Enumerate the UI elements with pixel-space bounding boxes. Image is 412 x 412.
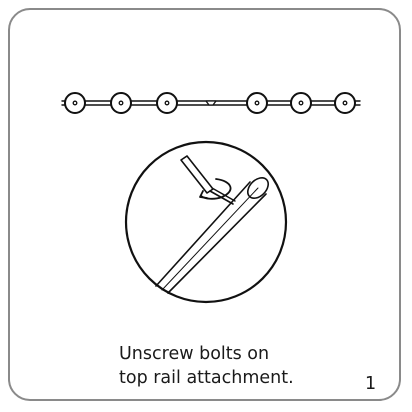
step-number: 1 <box>365 374 377 394</box>
rotation-arrow-icon <box>199 178 232 200</box>
bolt-icon <box>64 92 86 114</box>
bolt-icon <box>110 92 132 114</box>
instruction-line-2: top rail attachment. <box>119 368 294 388</box>
bolt-icon <box>156 92 178 114</box>
bolt-icon <box>334 92 356 114</box>
rail-detail <box>155 177 269 294</box>
detail-magnifier-circle <box>124 140 288 304</box>
center-fastener-icon <box>205 100 217 106</box>
bolt-icon <box>290 92 312 114</box>
bolt-icon <box>246 92 268 114</box>
instruction-line-1: Unscrew bolts on <box>119 344 270 364</box>
instruction-text: Unscrew bolts on top rail attachment. <box>119 342 294 390</box>
